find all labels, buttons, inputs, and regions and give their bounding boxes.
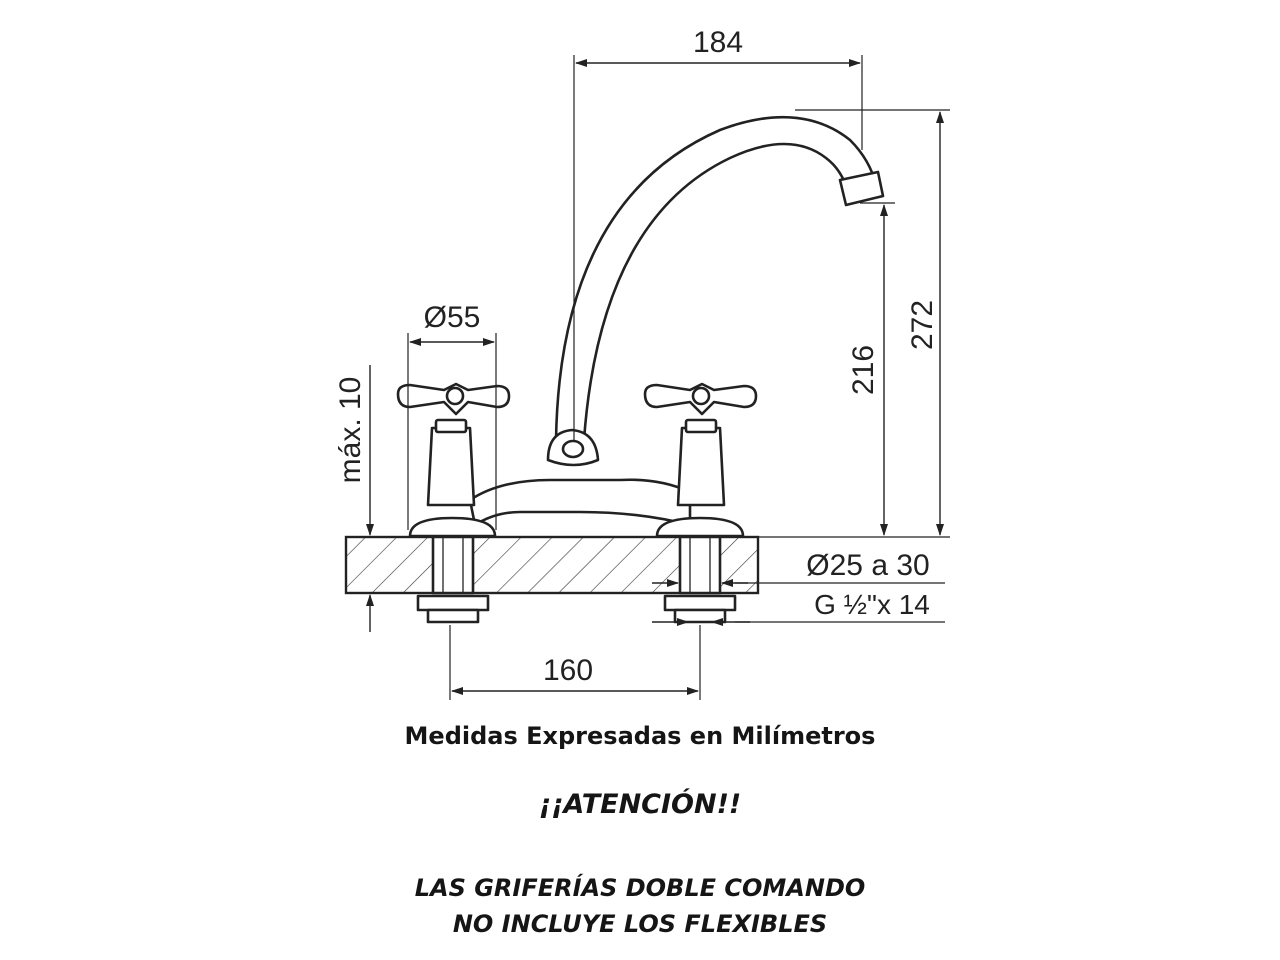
dimension-label-max-10: máx. 10 <box>334 377 367 484</box>
dimension-label-272: 272 <box>906 300 939 350</box>
dimension-outlet-height: 216 <box>847 202 895 536</box>
dimension-label-hole-diameter: Ø25 a 30 <box>806 549 929 582</box>
right-valve <box>643 382 758 624</box>
warning-line-1: LAS GRIFERÍAS DOBLE COMANDO <box>414 874 866 902</box>
left-valve <box>396 382 511 624</box>
dimension-label-184: 184 <box>693 26 743 59</box>
dimension-total-height: 272 <box>758 109 950 538</box>
dimension-thread: G ½"x 14 <box>652 589 945 626</box>
warning-line-2: NO INCLUYE LOS FLEXIBLES <box>452 910 828 938</box>
dimension-label-216: 216 <box>847 345 880 395</box>
dimension-label-thread: G ½"x 14 <box>814 589 930 620</box>
dimension-center-distance: 160 <box>449 625 701 700</box>
dimension-spout-reach: 184 <box>573 26 863 440</box>
dimension-max-thickness: máx. 10 <box>334 365 418 632</box>
mixer-bridge-body <box>468 478 692 527</box>
dimension-hole-diameter: Ø25 a 30 <box>652 549 945 587</box>
dimension-handle-diameter: Ø55 <box>407 301 497 530</box>
dimension-label-160: 160 <box>543 654 593 687</box>
attention-heading: ¡¡ATENCIÓN!! <box>538 789 742 820</box>
spout <box>546 115 885 467</box>
units-caption: Medidas Expresadas en Milímetros <box>404 722 876 750</box>
dimension-label-diameter-55: Ø55 <box>424 301 481 334</box>
